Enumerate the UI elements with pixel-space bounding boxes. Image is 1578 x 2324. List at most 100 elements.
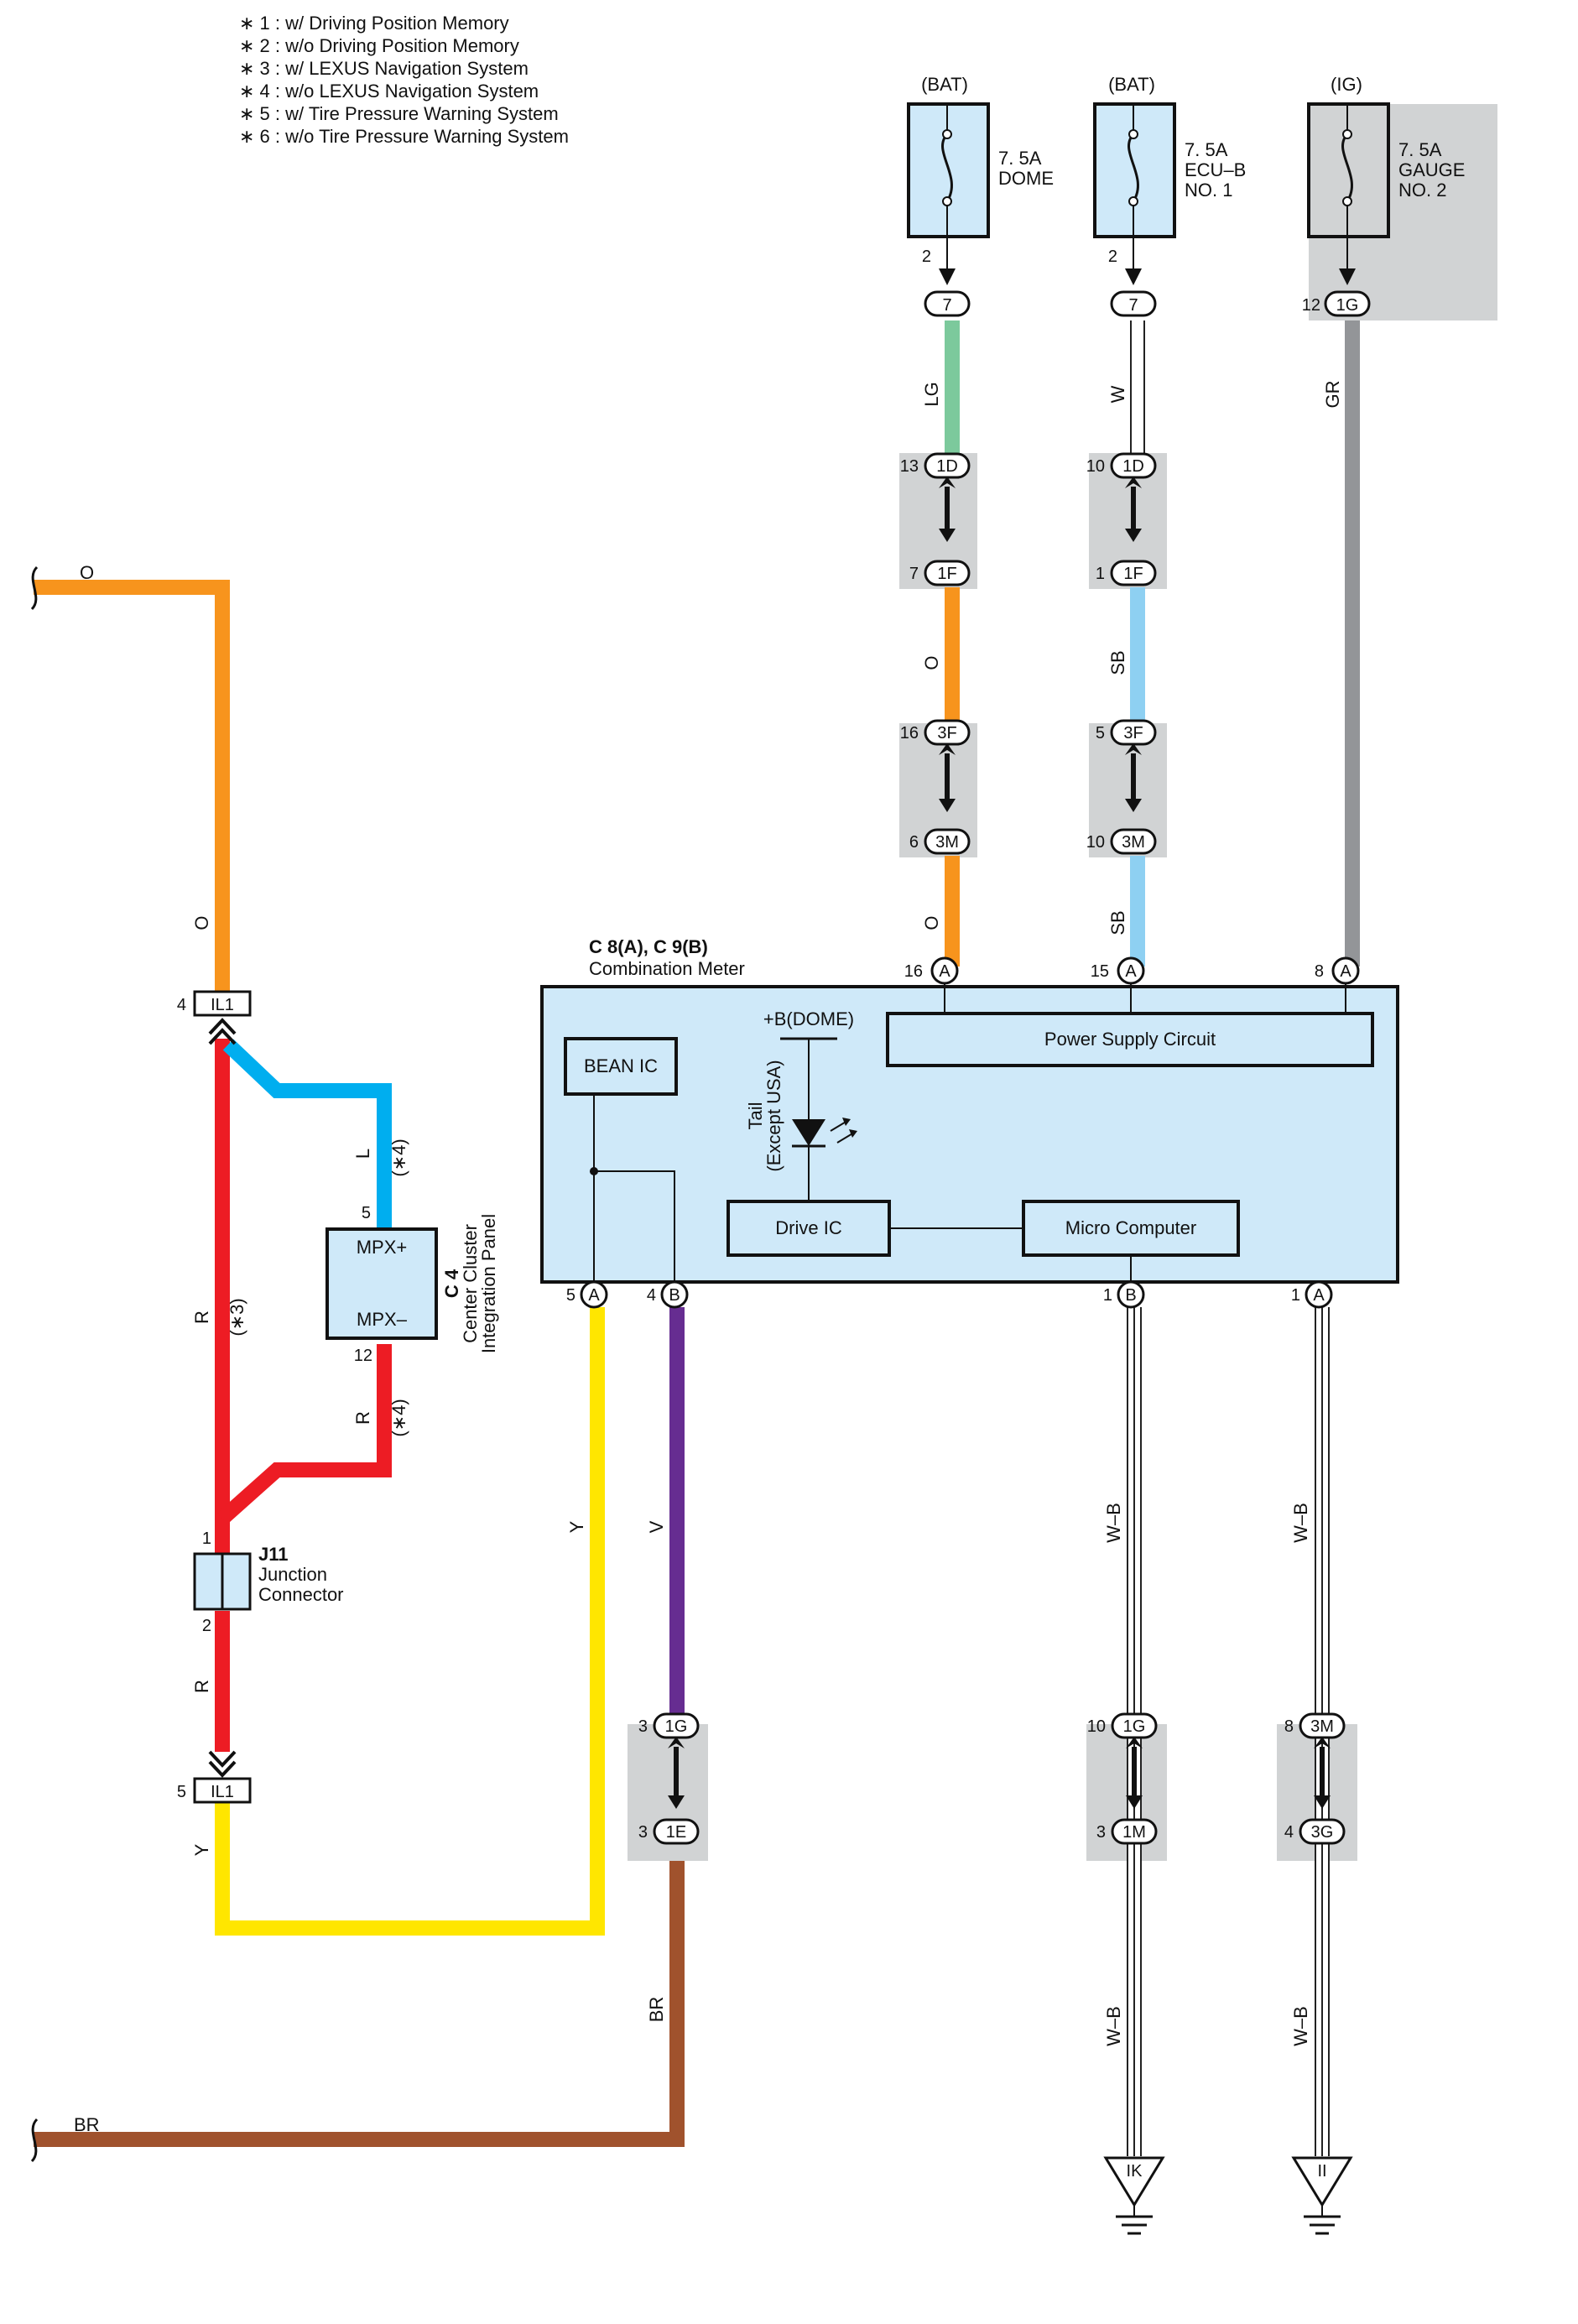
label-sb-2: SB — [1107, 910, 1128, 935]
combination-meter: C 8(A), C 9(B) Combination Meter 16 A 15… — [540, 936, 1399, 1309]
wires — [34, 320, 1360, 2156]
ground-ii-label: II — [1317, 2162, 1326, 2181]
c4-pin-bot: 12 — [354, 1347, 372, 1365]
fuse-ecu-b: (BAT) 7. 5A ECU–B NO. 1 2 7 — [1093, 74, 1246, 317]
pair-1-bot: 1F — [937, 565, 956, 583]
pair-4-top: 3F — [1123, 724, 1143, 743]
fuse-dome-pin: 2 — [922, 248, 931, 266]
meter-pin-1b: 1 — [1103, 1286, 1112, 1305]
cond-3: (∗3) — [227, 1298, 247, 1336]
wire-y — [215, 1307, 605, 1936]
pair-5-top-pin: 3 — [638, 1717, 648, 1736]
pair-4-top-pin: 5 — [1096, 724, 1105, 743]
fuse-gauge-name-2: NO. 2 — [1398, 180, 1446, 201]
meter-conn-5: A — [588, 1286, 600, 1305]
psc-label: Power Supply Circuit — [1044, 1029, 1216, 1050]
label-wb-2: W–B — [1290, 1503, 1311, 1543]
power-supply-circuit — [886, 1012, 1374, 1067]
il1-bot-label: IL1 — [211, 1783, 234, 1801]
fuse-gauge: (IG) 7. 5A GAUGE NO. 2 12 1G — [1302, 74, 1465, 317]
pair-6-top: 1G — [1123, 1717, 1146, 1736]
ground-ik-icon — [1103, 2156, 1165, 2207]
label-br: BR — [74, 2114, 100, 2135]
pair-7-top-pin: 8 — [1284, 1717, 1294, 1736]
fuse-dome-rating: 7. 5A — [998, 148, 1042, 169]
pair-3-top-pin: 10 — [1086, 457, 1105, 476]
label-lg: LG — [921, 382, 942, 406]
wire-r-c4 — [217, 1344, 392, 1524]
ground-ii-icon — [1291, 2156, 1353, 2207]
meter-pin-8: 8 — [1315, 962, 1324, 981]
fuse-gauge-connector — [1324, 290, 1371, 317]
meter-pin-5: 5 — [566, 1286, 575, 1305]
label-wb-4: W–B — [1290, 2006, 1311, 2046]
pair-2-bot: 3M — [935, 833, 959, 852]
c4-pin-top: 5 — [362, 1204, 371, 1222]
tail-label: Tail — [745, 1102, 766, 1129]
fuse-gauge-name-1: GAUGE — [1398, 159, 1465, 180]
meter-conn-1b: B — [1125, 1286, 1136, 1305]
connector-pair-5: 3 1G 3 1E — [638, 1712, 700, 1845]
c4-mpx-plus: MPX+ — [357, 1237, 408, 1258]
pair-7-bot: 3G — [1311, 1823, 1334, 1842]
meter-conn-8: A — [1340, 962, 1351, 981]
label-wb-1: W–B — [1103, 1503, 1124, 1543]
note-2: ∗ 2 : w/o Driving Position Memory — [239, 35, 519, 56]
break-mark-o — [30, 565, 39, 611]
connector-pair-4: 5 3F 10 3M — [1086, 719, 1157, 855]
pair-7-top: 3M — [1310, 1717, 1334, 1736]
connector-pair-3: 10 1D 1 1F — [1086, 452, 1157, 586]
note-4: ∗ 4 : w/o LEXUS Navigation System — [239, 81, 539, 102]
wire-labels: LG W GR O SB O SB O O R (∗3) L (∗4) R (∗… — [74, 381, 1343, 2136]
fuse-ecu-symbol — [1128, 133, 1139, 202]
pair-6-top-pin: 10 — [1087, 1717, 1106, 1736]
fuse-ecu-name-2: NO. 1 — [1185, 180, 1232, 201]
j11-pin-top: 1 — [202, 1529, 211, 1548]
pair-4-bot-pin: 10 — [1086, 833, 1105, 852]
fuse-dome-source: (BAT) — [921, 74, 968, 95]
note-3: ∗ 3 : w/ LEXUS Navigation System — [239, 58, 529, 79]
connector-pair-1: 13 1D 7 1F — [900, 452, 971, 586]
fuse-gauge-source: (IG) — [1331, 74, 1362, 95]
j11-name-1: Junction — [258, 1564, 327, 1585]
fuse-gauge-symbol — [1341, 133, 1353, 202]
j11-name-2: Connector — [258, 1584, 344, 1605]
cond-4-l: (∗4) — [388, 1139, 409, 1176]
micro-computer-label: Micro Computer — [1065, 1217, 1196, 1238]
pair-3-top: 1D — [1122, 457, 1144, 476]
note-6: ∗ 6 : w/o Tire Pressure Warning System — [239, 126, 569, 147]
label-y: Y — [566, 1520, 587, 1533]
drive-ic — [727, 1200, 891, 1257]
ground-ii: II — [1291, 2156, 1353, 2235]
meter-pin-1a: 1 — [1291, 1286, 1300, 1305]
break-mark-br — [30, 2118, 39, 2163]
pair-6-bot-pin: 3 — [1096, 1823, 1106, 1842]
fuse-ecu-rating: 7. 5A — [1185, 139, 1228, 160]
c4-center-cluster: 5 MPX+ MPX– 12 C 4 Center Cluster Integr… — [325, 1204, 499, 1365]
label-br-vert: BR — [646, 1997, 667, 2023]
pair-1-top-pin: 13 — [900, 457, 919, 476]
pair-3-bot: 1F — [1123, 565, 1143, 583]
label-r-2: R — [191, 1680, 212, 1693]
cond-4-r: (∗4) — [388, 1399, 409, 1436]
fuse-dome-connector — [924, 290, 971, 317]
fuse-ecu-source: (BAT) — [1108, 74, 1155, 95]
fuse-gauge-rating: 7. 5A — [1398, 139, 1442, 160]
label-wb-3: W–B — [1103, 2006, 1124, 2046]
meter-conn-4: B — [669, 1286, 680, 1305]
label-v: V — [646, 1520, 667, 1533]
j11-junction: 1 2 J11 Junction Connector — [193, 1529, 344, 1635]
c4-id: C 4 — [441, 1269, 462, 1298]
led-icon — [792, 1119, 825, 1146]
meter-conn-1a: A — [1313, 1286, 1325, 1305]
label-r-c4: R — [352, 1411, 373, 1425]
il1-bottom: 5 IL1 — [177, 1750, 252, 1804]
meter-conn-15: A — [1125, 962, 1137, 981]
pair-2-top-pin: 16 — [900, 724, 919, 743]
meter-id: C 8(A), C 9(B) — [589, 936, 708, 957]
tail-except-label: (Except USA) — [763, 1060, 784, 1171]
meter-pin-4: 4 — [647, 1286, 656, 1305]
pair-2-top: 3F — [937, 724, 956, 743]
label-y-left: Y — [191, 1843, 212, 1856]
